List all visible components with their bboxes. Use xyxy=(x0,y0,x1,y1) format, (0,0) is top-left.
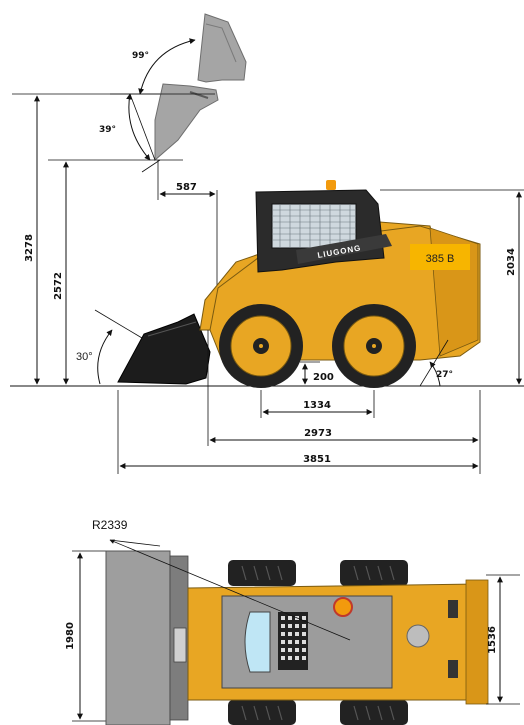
length-with-bucket-label: 3851 xyxy=(303,454,331,465)
ground-clearance-label: 200 xyxy=(313,372,334,383)
cab-height-label: 2034 xyxy=(506,248,517,276)
beacon-light-top xyxy=(333,597,353,617)
wheelbase-label: 1334 xyxy=(303,400,331,411)
track-width-label: 1536 xyxy=(487,626,498,654)
overall-width-label: 1980 xyxy=(65,622,76,650)
bucket-angle-label: 30° xyxy=(76,351,93,363)
dump-reach-label: 587 xyxy=(176,182,197,193)
cab-windshield xyxy=(244,611,271,673)
rear-wheel xyxy=(332,304,416,388)
tire-rear-right xyxy=(340,700,408,725)
tire-front-right xyxy=(228,700,296,725)
length-no-bucket-label: 2973 xyxy=(304,428,332,439)
dump-arc xyxy=(126,93,151,161)
tire-rear-left xyxy=(340,560,408,586)
raised-bucket-top xyxy=(197,13,247,83)
front-wheel xyxy=(219,304,303,388)
model-label: 385 B xyxy=(426,253,455,265)
tire-front-left xyxy=(228,560,296,586)
dump-angle-label: 39° xyxy=(99,125,116,135)
bucket-top-view xyxy=(105,550,171,725)
total-height-label: 3278 xyxy=(24,234,35,262)
hinge-height-label: 2572 xyxy=(53,272,64,300)
top-view: 1980 xyxy=(65,518,520,725)
lowered-bucket xyxy=(117,313,211,385)
turning-radius-label: R2339 xyxy=(92,518,128,532)
turning-radius-line xyxy=(109,539,351,641)
model-badge xyxy=(410,244,470,270)
rollback-angle-label: 99° xyxy=(132,51,149,61)
beacon-light xyxy=(326,180,336,190)
raised-bucket-dump xyxy=(154,83,219,162)
rollback-arc xyxy=(138,38,196,95)
departure-angle-label: 27° xyxy=(436,370,453,380)
side-view: 99° 39° 3278 2572 587 30° xyxy=(10,13,524,474)
